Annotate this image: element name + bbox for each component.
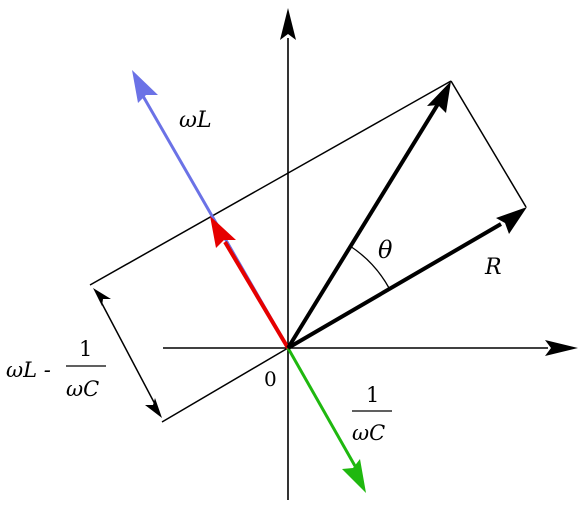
impedance-vector <box>286 81 451 350</box>
reactance-dimension-arrow <box>93 288 162 418</box>
dim-arrowhead-bottom <box>145 398 162 418</box>
net-reactance-arrowhead <box>210 216 236 248</box>
inv-denominator: ωC <box>352 421 385 445</box>
axes <box>163 8 578 500</box>
net-reactance-vector <box>210 216 290 350</box>
diff-denominator: ωC <box>66 377 99 401</box>
resistance-vector <box>286 207 527 350</box>
top-edge <box>89 80 452 286</box>
dim-arrowhead-top <box>93 288 111 306</box>
theta-label: θ <box>378 236 393 264</box>
x-axis-arrowhead <box>545 340 578 356</box>
omega-l-label: ωL <box>179 108 212 133</box>
resistance-arrowhead <box>496 207 527 234</box>
impedance-arrowhead <box>427 81 451 113</box>
right-edge <box>450 80 527 208</box>
inv-numerator: 1 <box>366 383 379 407</box>
bottom-dim-line <box>161 347 289 423</box>
construction-lines <box>89 80 527 423</box>
inverse-capacitance-fraction: 1 ωC <box>352 383 392 445</box>
theta-arc <box>349 245 390 289</box>
capacitive-arrowhead <box>342 459 366 493</box>
diff-numerator: 1 <box>79 337 92 361</box>
capacitive-reactance-vector <box>286 347 366 493</box>
y-axis-arrowhead <box>280 8 296 40</box>
inductive-arrowhead <box>132 70 158 103</box>
diff-prefix: ωL - <box>6 358 51 382</box>
net-reactance-label: ωL - 1 ωC <box>6 337 106 401</box>
origin-label: 0 <box>264 367 277 391</box>
resistance-label: R <box>484 255 502 280</box>
